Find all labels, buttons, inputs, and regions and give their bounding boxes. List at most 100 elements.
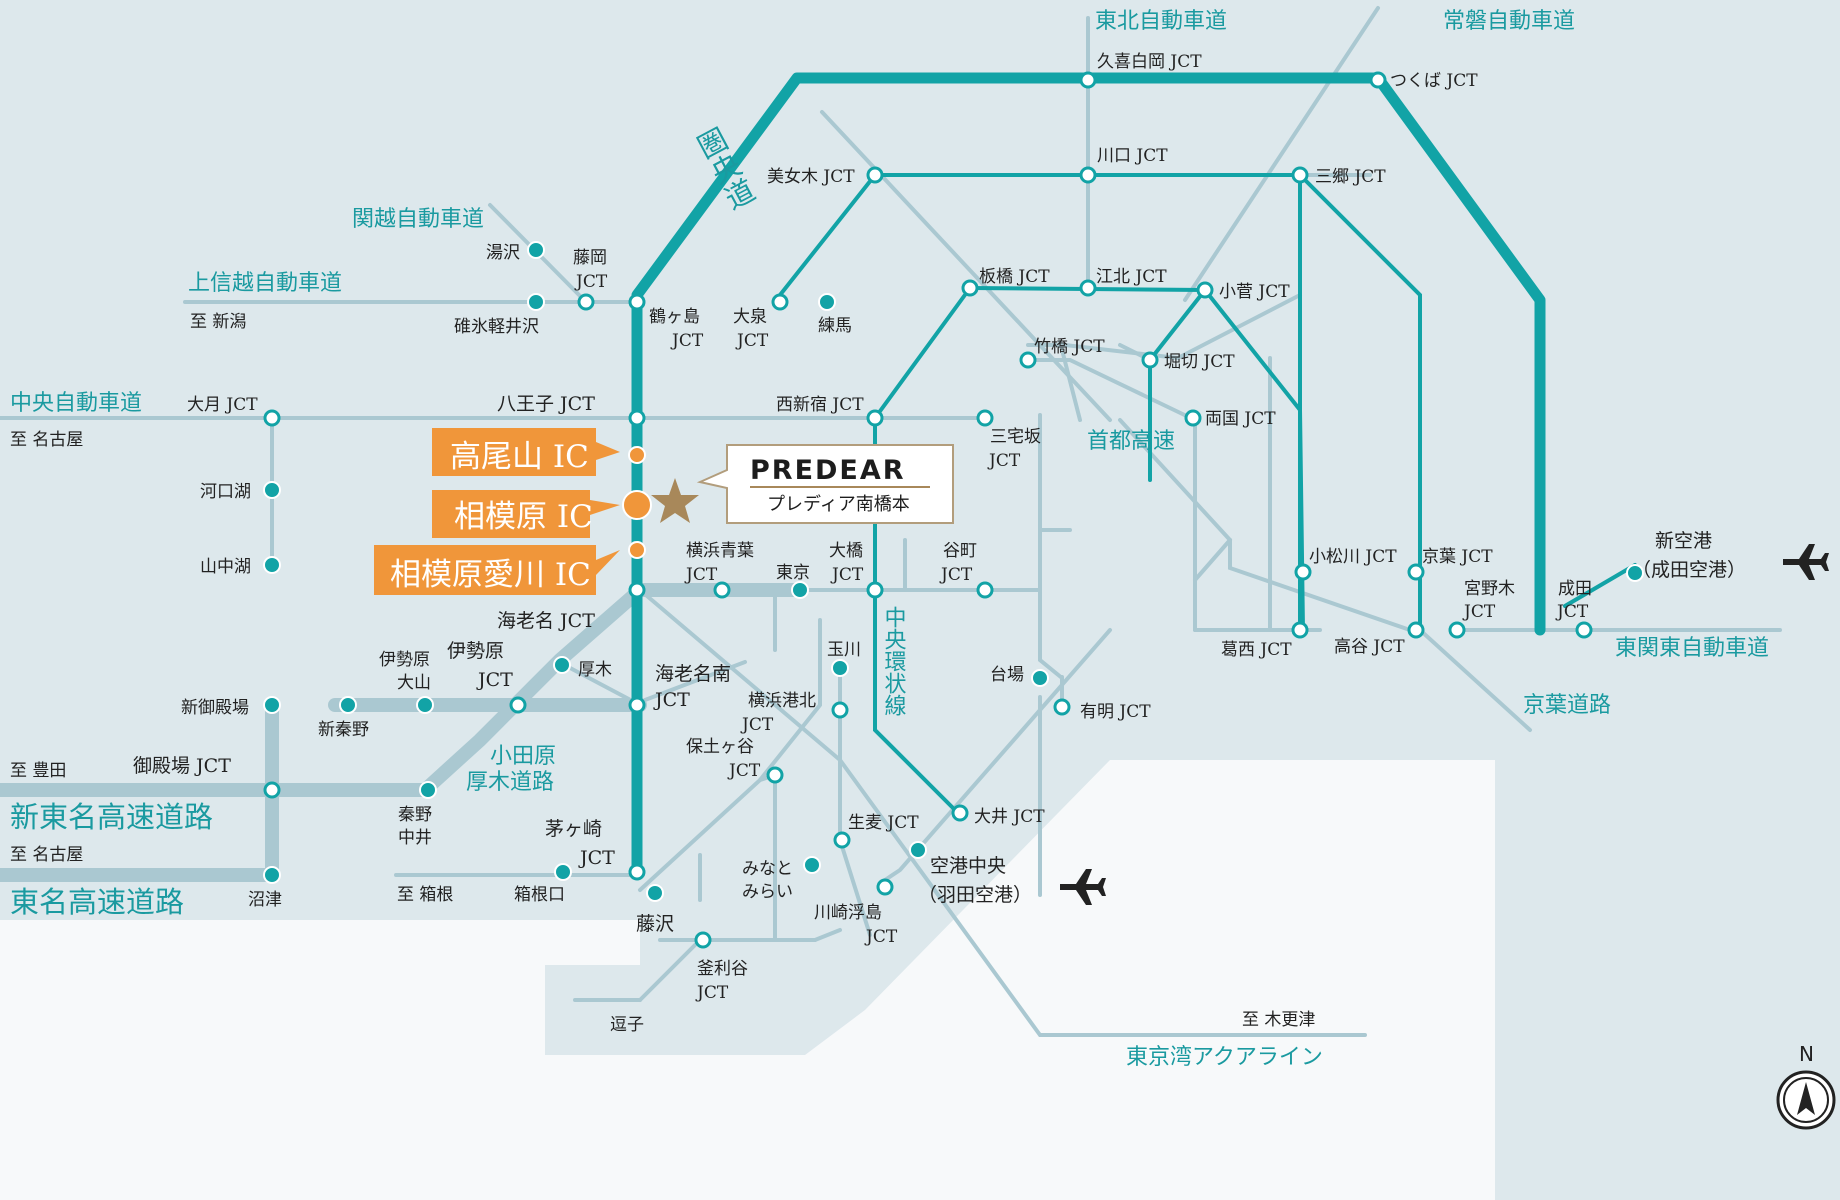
ic-marker[interactable]	[622, 490, 652, 520]
junction-node[interactable]	[1407, 621, 1425, 639]
station-label: 生麦 JCT	[848, 813, 919, 833]
junction-node[interactable]	[1196, 281, 1214, 299]
station-label: 大井 JCT	[974, 807, 1045, 827]
ic-node[interactable]	[339, 696, 357, 714]
junction-node[interactable]	[628, 409, 646, 427]
property-callout[interactable]: PREDEAR プレディア南橋本	[696, 444, 954, 524]
ic-node[interactable]	[791, 581, 809, 599]
junction-node[interactable]	[961, 279, 979, 297]
station-label: 大月 JCT	[187, 395, 258, 415]
station-label: 海老名 JCT	[497, 610, 595, 632]
station-label: みなと	[742, 859, 793, 879]
junction-node[interactable]	[1079, 71, 1097, 89]
junction-node[interactable]	[713, 581, 731, 599]
airplane-icon	[1060, 869, 1106, 905]
junction-node[interactable]	[876, 878, 894, 896]
station-label: 江北 JCT	[1096, 267, 1167, 287]
junction-node[interactable]	[866, 166, 884, 184]
station-label: 逗子	[610, 1015, 644, 1035]
station-label: 宮野木	[1464, 579, 1515, 599]
station-label: 藤沢	[636, 913, 674, 935]
ic-node[interactable]	[263, 556, 281, 574]
junction-nodes	[263, 71, 1593, 949]
ic-node[interactable]	[263, 696, 281, 714]
junction-node[interactable]	[831, 701, 849, 719]
junction-node[interactable]	[976, 581, 994, 599]
station-label: 沼津	[248, 890, 282, 910]
star-icon[interactable]	[651, 478, 699, 523]
junction-node[interactable]	[1079, 166, 1097, 184]
station-label: 久喜白岡 JCT	[1097, 52, 1202, 72]
junction-node[interactable]	[1369, 71, 1387, 89]
ic-marker[interactable]	[628, 541, 646, 559]
junction-node[interactable]	[577, 293, 595, 311]
ic-node[interactable]	[1031, 669, 1049, 687]
junction-node[interactable]	[771, 293, 789, 311]
direction-label: 至 木更津	[1242, 1010, 1315, 1030]
ic-tab-sagamihara-aikawa[interactable]	[374, 545, 620, 595]
ic-tab-takaosan[interactable]	[432, 428, 620, 476]
junction-node[interactable]	[866, 581, 884, 599]
junction-node[interactable]	[1053, 698, 1071, 716]
junction-node[interactable]	[1575, 621, 1593, 639]
junction-node[interactable]	[1079, 279, 1097, 297]
junction-node[interactable]	[263, 781, 281, 799]
station-label: 三郷 JCT	[1315, 167, 1386, 187]
airplane-icon	[1783, 544, 1829, 580]
junction-node[interactable]	[1448, 621, 1466, 639]
ic-node[interactable]	[416, 696, 434, 714]
ic-node[interactable]	[818, 293, 836, 311]
junction-node[interactable]	[263, 409, 281, 427]
junction-node[interactable]	[866, 409, 884, 427]
station-label: 小菅 JCT	[1219, 282, 1290, 302]
ic-node[interactable]	[553, 656, 571, 674]
route-label-vertical: 中央環状線	[881, 606, 907, 716]
ic-node[interactable]	[263, 866, 281, 884]
station-label: 茅ヶ崎	[545, 818, 602, 840]
station-label: 横浜青葉	[686, 541, 754, 561]
station-label: 藤岡	[573, 248, 607, 268]
station-label: JCT	[864, 927, 898, 947]
junction-node[interactable]	[628, 696, 646, 714]
route-label: 関越自動車道	[352, 207, 484, 232]
junction-node[interactable]	[628, 581, 646, 599]
ic-marker[interactable]	[628, 446, 646, 464]
station-label: 山中湖	[200, 557, 251, 577]
junction-node[interactable]	[976, 409, 994, 427]
ic-node[interactable]	[554, 863, 572, 881]
sea-area	[0, 760, 1495, 1200]
station-label: 鶴ヶ島	[649, 307, 700, 327]
ic-node[interactable]	[419, 781, 437, 799]
ic-node[interactable]	[263, 481, 281, 499]
station-label: JCT	[987, 451, 1021, 471]
station-label: JCT	[1462, 602, 1496, 622]
junction-node[interactable]	[833, 831, 851, 849]
station-label: JCT	[684, 565, 718, 585]
north-compass-icon: N	[1776, 1042, 1836, 1130]
ic-node[interactable]	[527, 293, 545, 311]
ic-tab-sagamihara[interactable]	[432, 490, 620, 538]
route-label: 東北自動車道	[1095, 9, 1227, 34]
ic-node[interactable]	[909, 841, 927, 859]
ic-node[interactable]	[646, 884, 664, 902]
junction-node[interactable]	[628, 293, 646, 311]
junction-node[interactable]	[1294, 563, 1312, 581]
station-label: 大泉	[733, 307, 767, 327]
junction-node[interactable]	[1291, 621, 1309, 639]
junction-node[interactable]	[766, 766, 784, 784]
ic-node[interactable]	[1626, 564, 1644, 582]
direction-label: 至 箱根	[397, 885, 453, 905]
junction-node[interactable]	[628, 863, 646, 881]
junction-node[interactable]	[1291, 166, 1309, 184]
junction-node[interactable]	[1019, 351, 1037, 369]
junction-node[interactable]	[951, 804, 969, 822]
junction-node[interactable]	[1184, 409, 1202, 427]
junction-node[interactable]	[509, 696, 527, 714]
ic-node[interactable]	[803, 856, 821, 874]
ic-node[interactable]	[527, 241, 545, 259]
junction-node[interactable]	[1141, 351, 1159, 369]
ic-node[interactable]	[831, 659, 849, 677]
junction-node[interactable]	[1407, 563, 1425, 581]
station-label: 碓氷軽井沢	[454, 317, 539, 337]
junction-node[interactable]	[694, 931, 712, 949]
